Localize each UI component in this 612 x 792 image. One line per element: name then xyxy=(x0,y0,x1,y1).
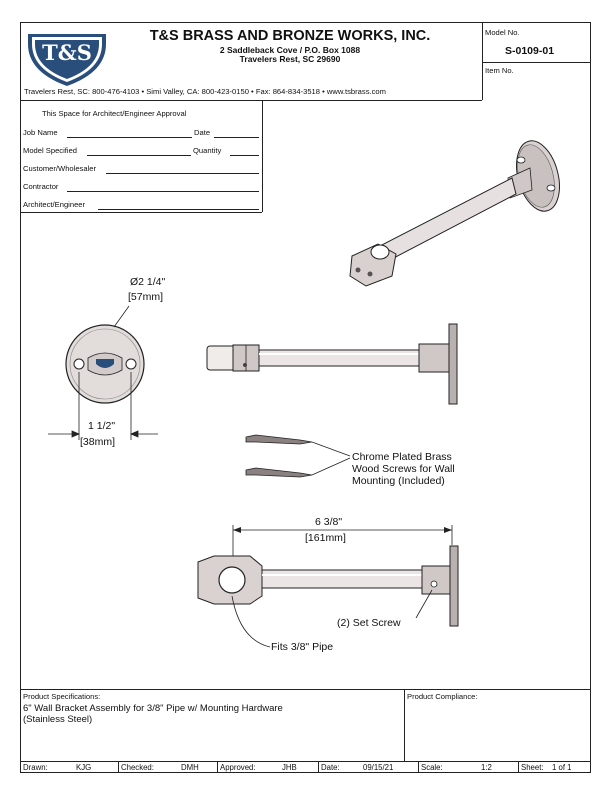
company-logo xyxy=(28,34,106,86)
side-view-bottom xyxy=(197,525,459,648)
fits-pipe-note: Fits 3/8" Pipe xyxy=(271,641,334,653)
hole-spacing-mm: [38mm] xyxy=(80,436,116,448)
date-field[interactable] xyxy=(214,137,259,138)
approval-box-right xyxy=(262,100,263,212)
model-specified-label: Model Specified xyxy=(23,146,78,155)
footer-div-2 xyxy=(217,761,218,773)
quantity-label: Quantity xyxy=(193,146,222,155)
title-block-divider xyxy=(482,22,483,100)
customer-field[interactable] xyxy=(106,173,259,174)
footer-div-1 xyxy=(118,761,119,773)
compliance-label: Product Compliance: xyxy=(407,692,478,701)
address-line-2: Travelers Rest, SC 29690 xyxy=(239,54,341,64)
approved-label: Approved: xyxy=(220,763,256,772)
iso-view xyxy=(349,140,560,287)
flange-diameter-mm: [57mm] xyxy=(128,291,164,303)
specs-top-rule xyxy=(20,689,591,690)
scale-value: 1:2 xyxy=(481,763,492,772)
flange-diameter-mm-value: 57mm xyxy=(130,291,161,303)
contractor-field[interactable] xyxy=(67,191,259,192)
screws-note: Chrome Plated Brass Wood Screws for Wall… xyxy=(352,451,455,487)
customer-label: Customer/Wholesaler xyxy=(23,164,97,173)
checked-label: Checked: xyxy=(121,763,154,772)
overall-length-mm: [161mm] xyxy=(305,532,346,544)
flange-diameter: Ø2 1/4" xyxy=(130,276,166,288)
page-frame xyxy=(20,22,591,773)
hole-spacing: 1 1/2" xyxy=(88,420,116,432)
item-no-label: Item No. xyxy=(485,66,514,75)
architect-label: Architect/Engineer xyxy=(23,200,86,209)
date-footer-label: Date: xyxy=(321,763,340,772)
screws-note-line-3: Mounting (Included) xyxy=(352,475,445,487)
footer-div-5 xyxy=(518,761,519,773)
hole-spacing-mm-value: 38mm xyxy=(82,436,113,448)
flange-front-view xyxy=(65,324,145,404)
logo-text: T&S xyxy=(42,40,92,65)
footer-div-3 xyxy=(318,761,319,773)
contact-line: Travelers Rest, SC: 800-476-4103 • Simi … xyxy=(24,87,386,96)
job-name-label: Job Name xyxy=(23,128,58,137)
quantity-field[interactable] xyxy=(230,155,259,156)
footer-top-rule xyxy=(20,761,591,762)
specs-divider xyxy=(404,689,405,761)
drawn-value: KJG xyxy=(76,763,92,772)
drawn-label: Drawn: xyxy=(23,763,48,772)
contractor-label: Contractor xyxy=(23,182,59,191)
sheet-label: Sheet: xyxy=(521,763,544,772)
screws-note-line-1: Chrome Plated Brass xyxy=(352,451,452,463)
company-name: T&S BRASS AND BRONZE WORKS, INC. xyxy=(149,28,431,44)
approval-box-bottom xyxy=(20,212,262,213)
approval-title: This Space for Architect/Engineer Approv… xyxy=(42,109,187,118)
model-box-divider xyxy=(482,62,591,63)
sheet-value: 1 of 1 xyxy=(552,763,572,772)
footer-div-4 xyxy=(418,761,419,773)
checked-value: DMH xyxy=(181,763,199,772)
approved-value: JHB xyxy=(282,763,297,772)
specs-line-1: 6" Wall Bracket Assembly for 3/8" Pipe w… xyxy=(23,703,283,714)
header-rule xyxy=(20,100,482,101)
address-line-1: 2 Saddleback Cove / P.O. Box 1088 xyxy=(219,45,361,55)
screws-note-line-2: Wood Screws for Wall xyxy=(352,463,455,475)
scale-label: Scale: xyxy=(421,763,443,772)
specs-line-2: (Stainless Steel) xyxy=(23,714,93,725)
model-number: S-0109-01 xyxy=(505,45,555,57)
side-view-top xyxy=(206,323,458,405)
architect-field[interactable] xyxy=(98,209,259,210)
wood-screws xyxy=(245,434,351,478)
date-label: Date xyxy=(194,128,211,137)
set-screw-note: (2) Set Screw xyxy=(337,617,401,629)
overall-length-mm-value: 161mm xyxy=(307,532,343,544)
overall-length: 6 3/8" xyxy=(315,516,343,528)
specs-label: Product Specifications: xyxy=(23,692,101,701)
flange-dim-lines xyxy=(48,305,158,440)
model-specified-field[interactable] xyxy=(87,155,191,156)
date-footer-value: 09/15/21 xyxy=(363,763,394,772)
model-no-label: Model No. xyxy=(485,28,520,37)
job-name-field[interactable] xyxy=(67,137,192,138)
